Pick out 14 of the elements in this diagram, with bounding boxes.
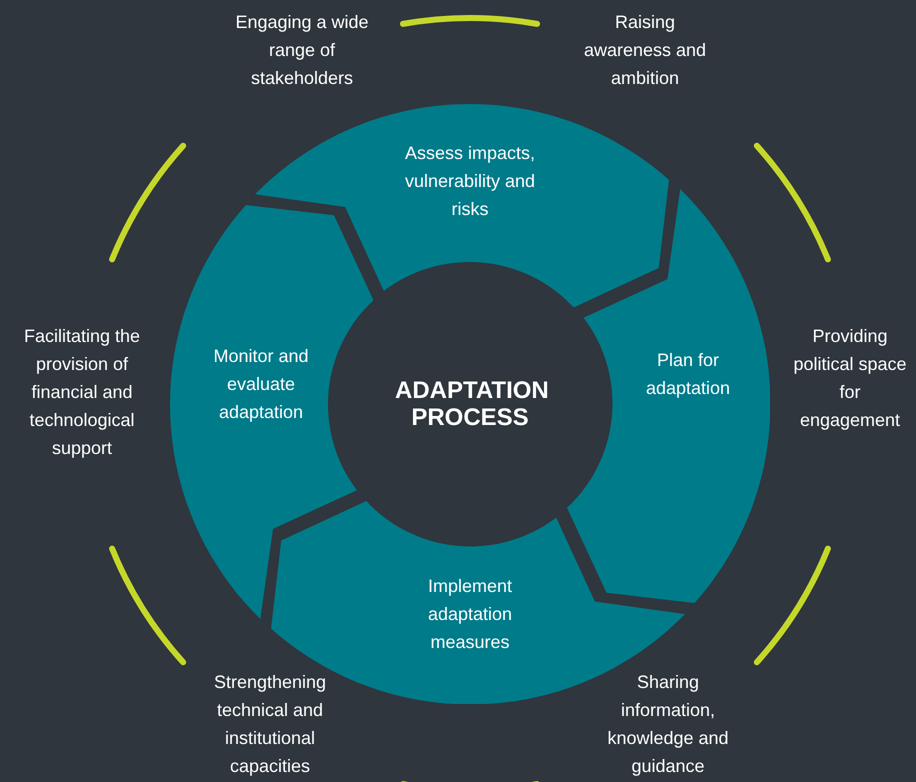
support-label: Sharing information, knowledge and guidance xyxy=(606,671,730,778)
ring-segment xyxy=(170,204,374,619)
support-label: Raising awareness and ambition xyxy=(582,11,708,90)
support-label: Strengthening technical and institutional capacities xyxy=(212,671,328,778)
segment-label: Plan for adaptation xyxy=(644,348,732,400)
segment-label: Monitor and evaluate adaptation xyxy=(212,344,310,424)
center-title: ADAPTATION PROCESS xyxy=(395,377,545,431)
segment-label: Assess impacts, vulnerability and risks xyxy=(404,142,536,221)
support-label: Facilitating the provision of financial and technological support xyxy=(22,325,142,460)
support-label: Engaging a wide range of stakeholders xyxy=(234,11,370,90)
ring-segment xyxy=(566,189,770,604)
ring-segment xyxy=(255,104,670,308)
segment-label: Implement adaptation measures xyxy=(426,574,514,654)
support-label: Providing political space for engagement xyxy=(792,325,908,432)
